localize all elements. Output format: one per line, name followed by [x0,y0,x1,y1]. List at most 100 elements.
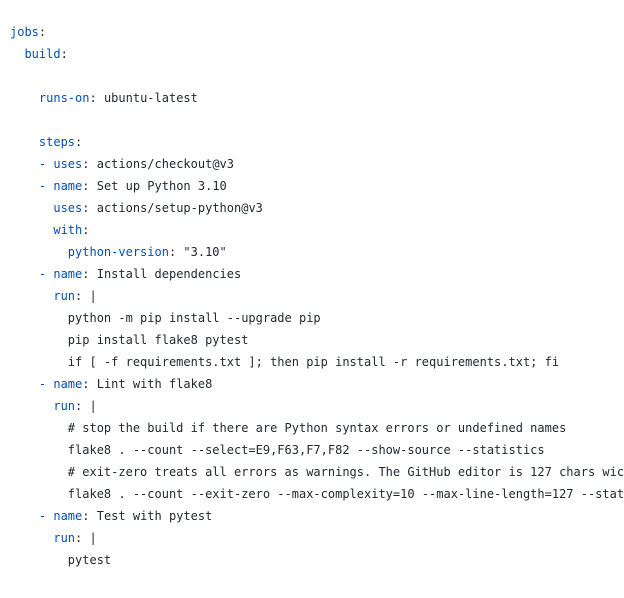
line-indent [10,399,53,413]
yaml-key: with [53,223,83,237]
yaml-value: actions/setup-python@v3 [89,201,263,215]
code-line: steps: [10,131,624,153]
yaml-key: name [53,509,83,523]
yaml-key: jobs [10,25,39,39]
yaml-value: ubuntu-latest [96,91,198,105]
yaml-value: actions/checkout@v3 [89,157,234,171]
yaml-value: pip install flake8 pytest [67,333,249,347]
yaml-key: runs-on [38,91,90,105]
line-indent [10,311,68,325]
yaml-key: name [53,377,83,391]
list-dash: - [38,267,54,281]
code-line: - uses: actions/checkout@v3 [10,153,624,175]
code-line: - name: Set up Python 3.10 [10,175,624,197]
code-line: flake8 . --count --exit-zero --max-compl… [10,483,624,505]
line-indent [10,179,39,193]
yaml-value: Install dependencies [89,267,242,281]
code-line: pip install flake8 pytest [10,329,624,351]
code-line: uses: actions/setup-python@v3 [10,197,624,219]
line-indent [10,465,68,479]
yaml-colon: : [82,157,90,171]
code-line: run: | [10,527,624,549]
yaml-colon: : [82,267,90,281]
line-indent [10,289,53,303]
line-indent [10,201,53,215]
code-line: with: [10,219,624,241]
line-indent [10,377,39,391]
line-indent [10,135,39,149]
yaml-colon: : [82,509,90,523]
yaml-colon: : [75,135,83,149]
yaml-value: Set up Python 3.10 [89,179,227,193]
line-indent [10,47,24,61]
line-indent [10,509,39,523]
list-dash: - [38,509,54,523]
line-indent [10,553,68,567]
yaml-colon: : [75,289,83,303]
line-indent [10,267,39,281]
yaml-key: name [53,267,83,281]
line-indent [10,421,68,435]
code-line: - name: Install dependencies [10,263,624,285]
code-line: run: | [10,285,624,307]
yaml-colon: : [60,47,68,61]
yaml-key: run [53,289,76,303]
code-line: python -m pip install --upgrade pip [10,307,624,329]
line-indent [10,333,68,347]
yaml-colon: : [38,25,47,39]
yaml-colon: : [75,399,83,413]
code-line: run: | [10,395,624,417]
code-line [10,65,624,87]
yaml-value: Lint with flake8 [89,377,213,391]
code-line: pytest [10,549,624,571]
line-indent [10,91,39,105]
code-line: python-version: "3.10" [10,241,624,263]
line-indent [10,443,68,457]
list-dash: - [38,377,54,391]
code-line: # stop the build if there are Python syn… [10,417,624,439]
line-indent [10,355,68,369]
code-line [10,109,624,131]
yaml-key: name [53,179,83,193]
yaml-value: flake8 . --count --exit-zero --max-compl… [67,487,624,501]
yaml-colon: : [168,245,177,259]
yaml-key: python-version [67,245,169,259]
yaml-colon: : [82,201,90,215]
yaml-value: python -m pip install --upgrade pip [67,311,321,325]
list-dash: - [38,157,54,171]
yaml-colon: : [82,179,90,193]
yaml-value: flake8 . --count --select=E9,F63,F7,F82 … [67,443,545,457]
code-line: runs-on: ubuntu-latest [10,87,624,109]
yaml-key: run [53,531,76,545]
yaml-value: Test with pytest [89,509,213,523]
list-dash: - [38,179,54,193]
yaml-key: uses [53,201,83,215]
yaml-colon: : [75,531,83,545]
yaml-key: steps [38,135,76,149]
line-indent [10,531,53,545]
line-indent [10,487,68,501]
line-indent [10,245,68,259]
code-line: if [ -f requirements.txt ]; then pip ins… [10,351,624,373]
code-line: - name: Test with pytest [10,505,624,527]
yaml-value: | [82,399,97,413]
yaml-key: uses [53,157,83,171]
yaml-value: # exit-zero treats all errors as warning… [67,465,624,479]
yaml-value: # stop the build if there are Python syn… [67,421,567,435]
yaml-colon: : [89,91,97,105]
yaml-value: | [82,531,97,545]
yaml-key: run [53,399,76,413]
code-line: build: [10,43,624,65]
yaml-value: pytest [67,553,112,567]
yaml-key: build [24,47,61,61]
code-line: # exit-zero treats all errors as warning… [10,461,624,483]
line-indent [10,223,53,237]
code-line: - name: Lint with flake8 [10,373,624,395]
line-indent [10,157,39,171]
code-line: jobs: [10,21,624,43]
yaml-value: | [82,289,97,303]
yaml-value: "3.10" [176,245,227,259]
yaml-colon: : [82,223,90,237]
code-line: flake8 . --count --select=E9,F63,F7,F82 … [10,439,624,461]
